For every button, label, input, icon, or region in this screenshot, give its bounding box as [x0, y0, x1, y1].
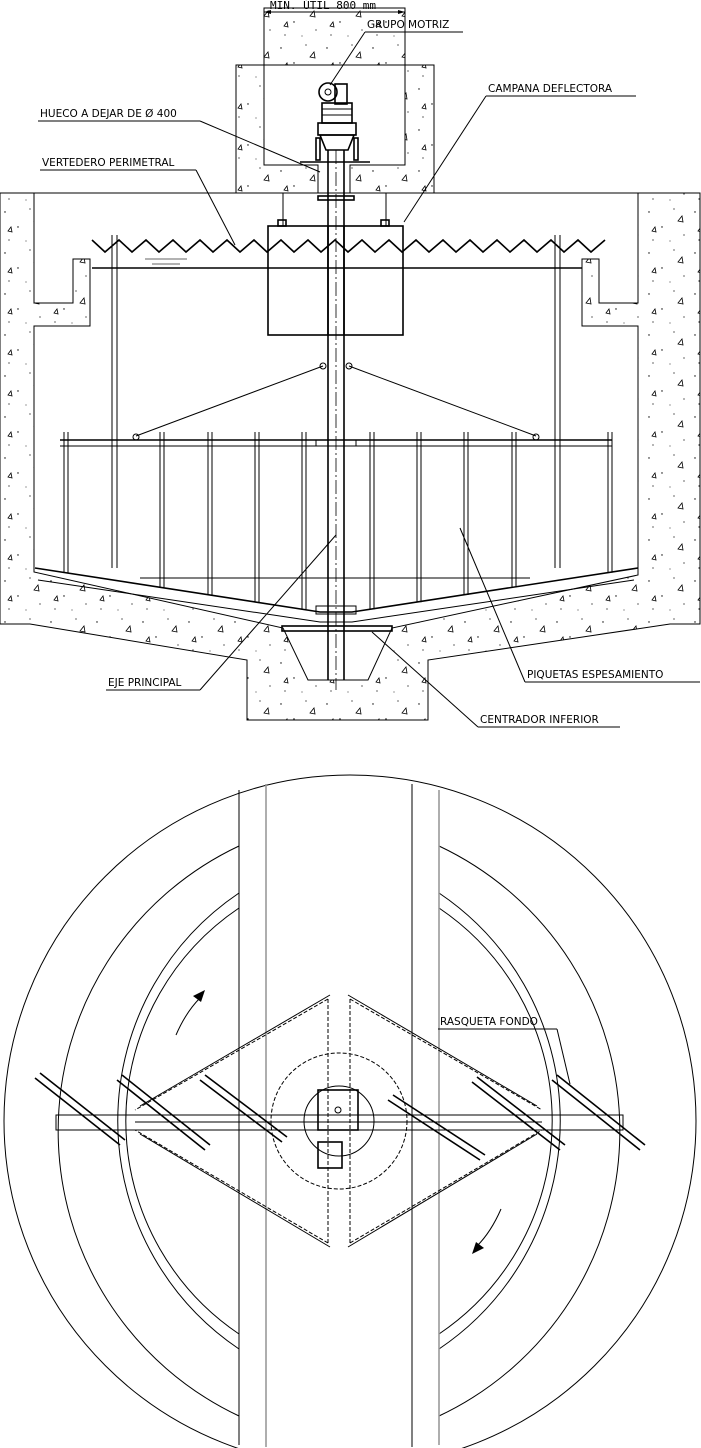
width-dimension: MIN. ÚTIL 800 mm	[264, 0, 405, 14]
perimeter-weir	[91, 238, 606, 269]
elevation-view: MIN. ÚTIL 800 mm	[0, 0, 701, 728]
label-centrador: CENTRADOR INFERIOR	[480, 714, 599, 726]
concrete-structure	[0, 7, 701, 721]
label-grupo-motriz: GRUPO MOTRIZ	[367, 19, 449, 31]
rotation-arrows	[175, 990, 502, 1254]
label-eje: EJE PRINCIPAL	[108, 677, 182, 689]
drive-unit	[300, 82, 370, 163]
deflector-bell	[267, 193, 404, 336]
tie-rods	[132, 362, 540, 441]
bottom-scrapers	[34, 1072, 646, 1161]
main-shaft	[317, 150, 355, 690]
rake-frame	[34, 432, 639, 632]
label-rasqueta: RASQUETA FONDO	[440, 1016, 538, 1028]
outer-wall-circle	[3, 774, 697, 1448]
rake-arms-plan	[55, 994, 624, 1248]
dimension-text: MIN. ÚTIL 800 mm	[270, 0, 376, 12]
label-piquetas: PIQUETAS ESPESAMIENTO	[527, 669, 663, 681]
rotation-arrow-icon	[175, 997, 201, 1036]
plan-view: RASQUETA FONDO	[3, 774, 697, 1448]
label-hueco: HUECO A DEJAR DE Ø 400	[40, 108, 177, 120]
elevation-labels: GRUPO MOTRIZ CAMPANA DEFLECTORA HUECO A …	[38, 19, 700, 728]
label-campana: CAMPANA DEFLECTORA	[488, 83, 613, 95]
vertical-posts	[111, 235, 561, 568]
rotation-arrow-icon	[476, 1208, 502, 1247]
label-vertedero: VERTEDERO PERIMETRAL	[42, 157, 175, 169]
